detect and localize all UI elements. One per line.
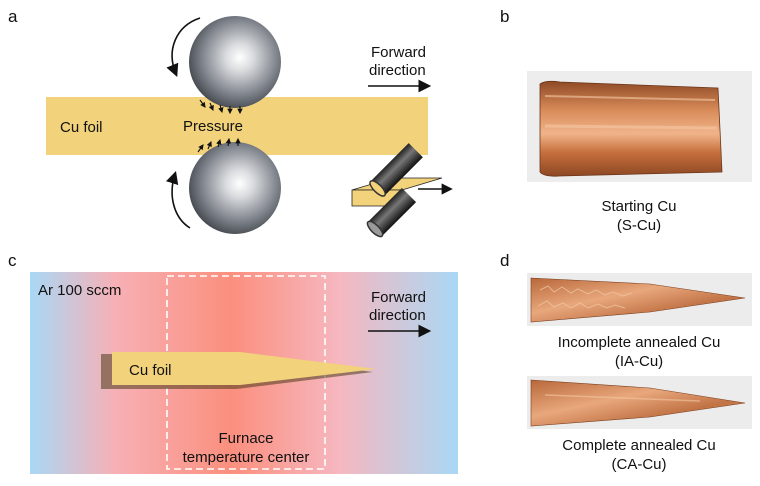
furnace-label-line1: Furnace [218,430,273,447]
ia-texture [537,285,633,309]
panel-d-letter: d [500,251,509,270]
bottom-rotation-arrow [165,170,191,229]
top-rotation-arrow [166,17,201,77]
panel-c-letter: c [8,251,17,270]
panel-d: d Incomplete annealed Cu (IA-Cu) Complet… [500,251,752,473]
starting-cu-foil-photo [539,80,723,177]
panel-a-letter: a [8,7,18,26]
ia-cu-foil-photo [530,277,746,323]
pressure-label: Pressure [183,118,243,135]
caption-d2-line2: (CA-Cu) [612,456,667,473]
panel-b-letter: b [500,7,509,26]
panel-a: a Cu foil Pressure Forward direction [8,7,453,238]
caption-d1-line2: (IA-Cu) [615,353,663,370]
mini-top-cylinder [369,143,423,197]
foil-label-c: Cu foil [129,362,172,379]
top-roller [189,16,281,108]
ca-cu-foil-photo [530,379,746,427]
caption-d2-line1: Complete annealed Cu [562,437,715,454]
caption-b-line1: Starting Cu [601,198,676,215]
forward-label-c-1: Forward [371,289,426,306]
foil-label: Cu foil [60,119,103,136]
caption-b-line2: (S-Cu) [617,217,661,234]
panel-b: b Starting Cu (S-Cu) [500,7,752,234]
caption-d1-line1: Incomplete annealed Cu [558,334,721,351]
panel-c: c Ar 100 sccm Furnace temperature center… [8,251,458,474]
furnace-label-line2: temperature center [183,449,310,466]
pressure-arrows [197,99,243,153]
forward-label-c-2: direction [369,307,426,324]
gas-flow-label: Ar 100 sccm [38,282,121,299]
roller-mini-illustration [351,143,453,238]
forward-label-a-2: direction [369,62,426,79]
forward-label-a-1: Forward [371,44,426,61]
tapered-cu-foil [112,352,376,385]
bottom-roller [189,142,281,234]
mini-bottom-cylinder [366,187,417,238]
